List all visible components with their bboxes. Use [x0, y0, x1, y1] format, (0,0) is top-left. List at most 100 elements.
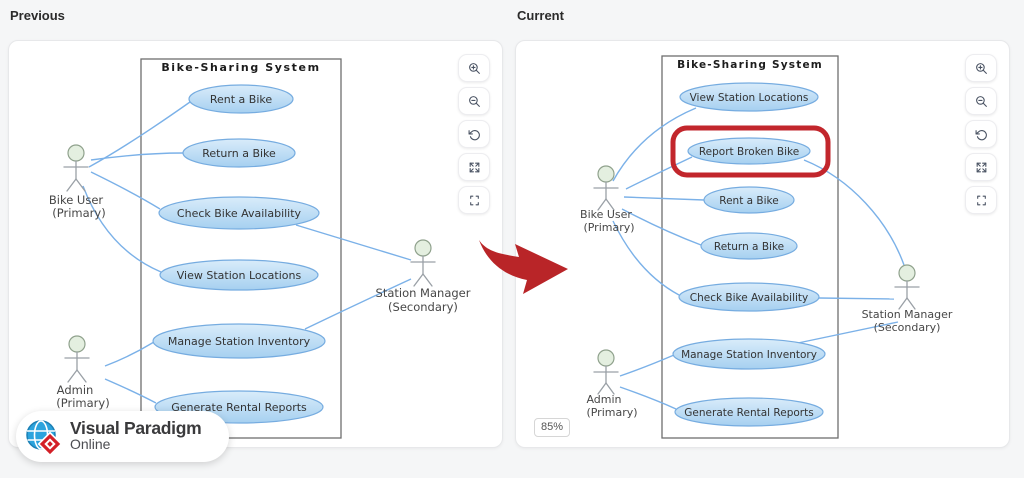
reset-view-button[interactable]	[965, 120, 997, 148]
usecase-rent-a-bike: Rent a Bike	[188, 84, 294, 114]
connector	[90, 152, 184, 161]
current-label: Current	[517, 8, 564, 23]
vp-diamond-icon	[37, 431, 63, 456]
svg-text:Generate Rental Reports: Generate Rental Reports	[171, 401, 307, 414]
connector	[295, 224, 412, 261]
fullscreen-button[interactable]	[965, 186, 997, 214]
actor-station-manager: Station Manager (Secondary)	[376, 239, 471, 314]
expand-arrows-icon	[469, 162, 479, 172]
svg-text:(Primary): (Primary)	[56, 396, 109, 410]
connector-lines	[612, 107, 905, 410]
svg-text:Admin: Admin	[57, 383, 94, 397]
svg-text:Admin: Admin	[586, 393, 621, 406]
zoom-in-button[interactable]	[458, 54, 490, 82]
connector	[797, 321, 899, 344]
svg-text:Check Bike Availability: Check Bike Availability	[690, 292, 809, 304]
connector	[623, 196, 705, 201]
system-title: Bike-Sharing System	[161, 61, 320, 74]
svg-text:(Primary): (Primary)	[586, 406, 637, 419]
connector	[625, 156, 693, 190]
actor-station-manager: Station Manager (Secondary)	[862, 264, 953, 334]
connector	[104, 378, 157, 404]
svg-text:View Station Locations: View Station Locations	[177, 269, 302, 282]
current-panel: Bike-Sharing System View Station Locatio…	[515, 40, 1010, 448]
zoom-in-icon	[468, 62, 480, 74]
system-boundary: Bike-Sharing System	[140, 58, 342, 439]
previous-panel: Bike-Sharing System Rent a Bike Return a…	[8, 40, 503, 448]
actor-admin: Admin (Primary)	[56, 335, 110, 410]
logo-brand: Visual Paradigm	[70, 417, 202, 438]
logo-text: Visual Paradigm Online	[70, 417, 202, 455]
usecase-manage-station-inventory: Manage Station Inventory	[672, 338, 826, 370]
connector	[803, 159, 905, 266]
usecase-view-station-locations: View Station Locations	[159, 259, 319, 291]
usecase-report-broken-bike: Report Broken Bike	[687, 137, 811, 165]
fullscreen-button[interactable]	[458, 186, 490, 214]
svg-text:Bike User: Bike User	[49, 193, 104, 207]
current-diagram-canvas[interactable]: Bike-Sharing System View Station Locatio…	[516, 41, 1010, 448]
zoom-out-icon	[468, 95, 480, 107]
svg-text:(Primary): (Primary)	[52, 206, 105, 220]
zoom-out-button[interactable]	[965, 87, 997, 115]
connector	[619, 386, 677, 410]
previous-label: Previous	[10, 8, 65, 23]
system-title: Bike-Sharing System	[677, 59, 823, 71]
connector	[104, 341, 155, 367]
connector	[612, 220, 680, 296]
zoom-in-icon	[975, 62, 987, 74]
svg-text:View Station Locations: View Station Locations	[690, 92, 809, 104]
logo-product: Online	[70, 436, 111, 453]
change-highlight-box	[670, 125, 831, 178]
usecase-view-station-locations: View Station Locations	[679, 82, 819, 112]
usecase-return-a-bike: Return a Bike	[700, 232, 798, 260]
svg-text:Check Bike Availability: Check Bike Availability	[177, 207, 302, 220]
zoom-level-badge: 85%	[534, 418, 571, 437]
actor-bike-user: Bike User (Primary)	[49, 144, 106, 220]
usecase-check-bike-availability: Check Bike Availability	[678, 282, 820, 312]
connector	[82, 185, 162, 273]
svg-text:Station Manager: Station Manager	[376, 286, 471, 300]
expand-button[interactable]	[965, 153, 997, 181]
change-arrow-icon	[479, 240, 568, 294]
usecase-check-bike-availability: Check Bike Availability	[158, 196, 320, 230]
actor-bike-user: Bike User (Primary)	[580, 165, 635, 234]
svg-text:Return a Bike: Return a Bike	[202, 147, 276, 160]
svg-text:Manage Station Inventory: Manage Station Inventory	[681, 349, 817, 361]
svg-text:Return a Bike: Return a Bike	[714, 241, 784, 253]
zoom-controls	[965, 54, 997, 214]
svg-text:(Primary): (Primary)	[583, 221, 634, 234]
expand-arrows-icon	[976, 162, 986, 172]
expand-button[interactable]	[458, 153, 490, 181]
connector	[304, 278, 412, 330]
svg-text:Report Broken Bike: Report Broken Bike	[699, 146, 799, 158]
svg-text:(Secondary): (Secondary)	[874, 321, 941, 334]
globe-icon	[26, 419, 63, 456]
usecase-return-a-bike: Return a Bike	[182, 138, 296, 168]
zoom-in-button[interactable]	[965, 54, 997, 82]
fullscreen-brackets-icon	[976, 195, 986, 205]
reset-icon	[975, 129, 987, 140]
zoom-out-button[interactable]	[458, 87, 490, 115]
svg-text:Station Manager: Station Manager	[862, 308, 953, 321]
connector	[818, 297, 895, 300]
visual-paradigm-logo[interactable]: Visual Paradigm Online	[16, 411, 230, 462]
svg-text:Bike User: Bike User	[580, 208, 632, 221]
svg-text:Rent a Bike: Rent a Bike	[210, 93, 273, 106]
reset-icon	[468, 129, 480, 140]
reset-view-button[interactable]	[458, 120, 490, 148]
connector	[88, 101, 191, 168]
usecase-generate-rental-reports: Generate Rental Reports	[674, 397, 824, 427]
zoom-out-icon	[975, 95, 987, 107]
previous-diagram-canvas[interactable]: Bike-Sharing System Rent a Bike Return a…	[9, 41, 503, 448]
connector	[612, 107, 697, 182]
connector	[621, 208, 702, 246]
svg-text:Rent a Bike: Rent a Bike	[719, 195, 778, 207]
svg-text:Manage Station Inventory: Manage Station Inventory	[168, 335, 311, 348]
connector	[619, 354, 675, 377]
zoom-controls	[458, 54, 490, 214]
usecase-rent-a-bike: Rent a Bike	[703, 186, 795, 214]
svg-text:(Secondary): (Secondary)	[388, 300, 458, 314]
usecase-manage-station-inventory: Manage Station Inventory	[152, 323, 326, 359]
svg-text:Generate Rental Reports: Generate Rental Reports	[684, 407, 813, 419]
fullscreen-brackets-icon	[469, 195, 479, 205]
